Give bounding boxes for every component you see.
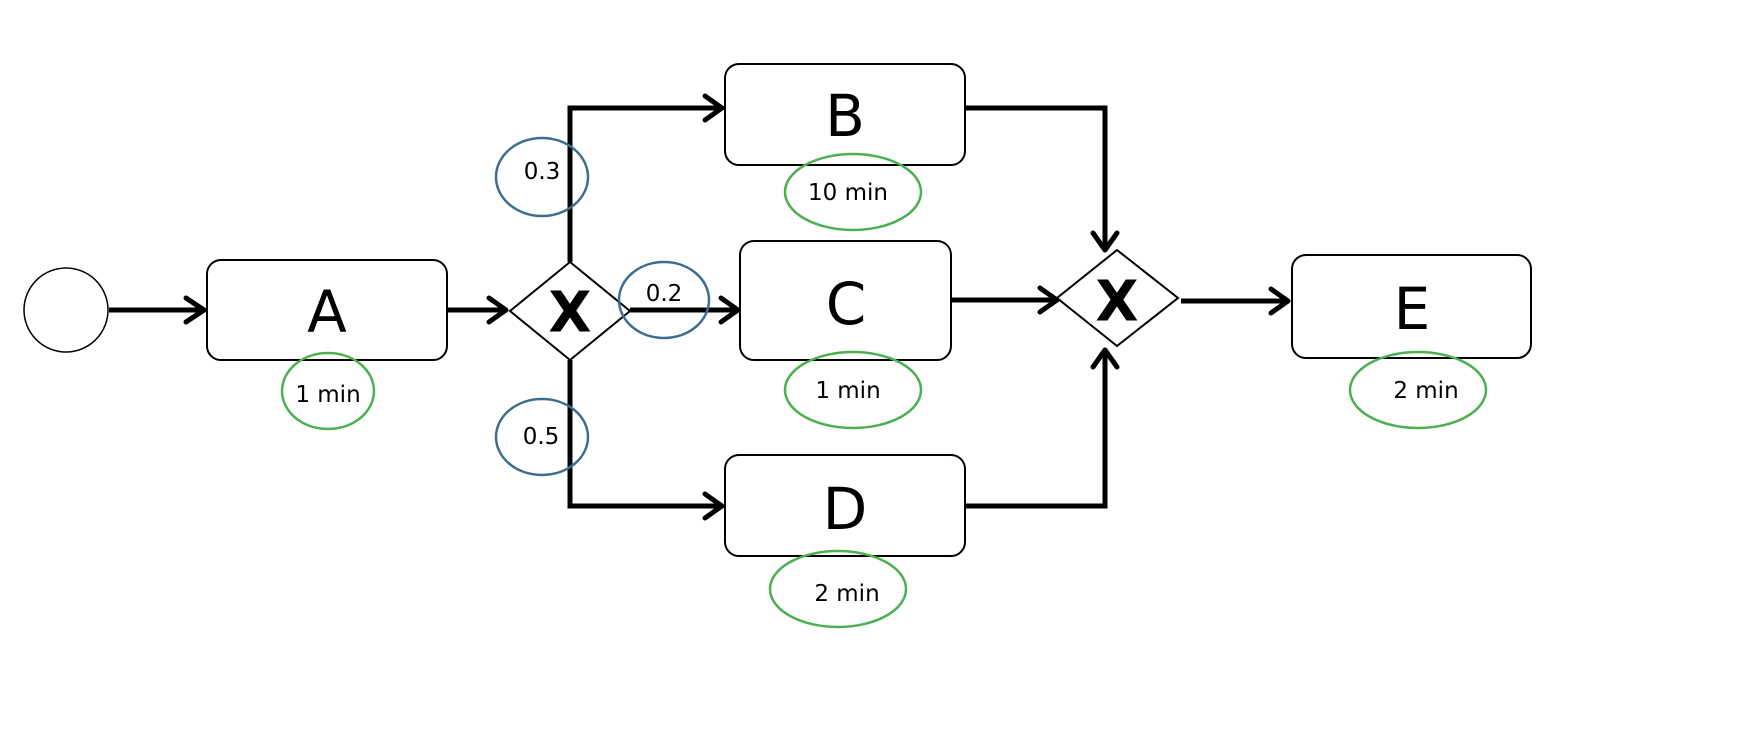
duration-a: 1 min (280, 351, 376, 431)
task-a-label: A (307, 278, 347, 346)
task-b-box (724, 63, 966, 166)
duration-d-ellipse (768, 549, 908, 629)
task-c: C (739, 240, 952, 361)
edge-split-to-d (567, 360, 722, 509)
probability-d-text: 0.5 (523, 424, 560, 450)
duration-a-text: 1 min (295, 382, 360, 408)
duration-annotations: 1 min 10 min 1 min 2 min 2 min (280, 152, 1488, 629)
gateway-join-mark: X (1095, 270, 1138, 335)
gateway-split-diamond (508, 260, 632, 362)
task-d: D (724, 454, 966, 557)
duration-c-text: 1 min (815, 378, 880, 404)
duration-e-text: 2 min (1393, 378, 1458, 404)
gateway-join: X (1055, 248, 1180, 348)
edge-b-to-join (966, 105, 1108, 250)
duration-d-text: 2 min (814, 581, 879, 607)
task-e-label: E (1394, 275, 1431, 343)
arrowhead-join-bottom (1090, 347, 1120, 370)
probability-b-text: 0.3 (524, 159, 561, 185)
arrowhead-e (1268, 286, 1291, 316)
probability-annotations: 0.3 0.2 0.5 (494, 136, 711, 477)
task-a-box (206, 259, 448, 361)
probability-c-text: 0.2 (646, 281, 683, 307)
arrowhead-b (702, 93, 725, 123)
probability-d: 0.5 (494, 397, 590, 477)
arrowhead-split (486, 295, 509, 325)
task-c-box (739, 240, 952, 361)
arrowhead-join-left (1037, 285, 1060, 315)
arrowheads (183, 93, 1291, 521)
probability-c: 0.2 (617, 260, 711, 340)
task-b-label: B (825, 82, 865, 150)
arrowhead-join-top (1090, 230, 1120, 253)
start-event (23, 267, 109, 353)
gateway-split: X (508, 260, 632, 362)
duration-d: 2 min (768, 549, 908, 629)
duration-c: 1 min (783, 350, 923, 430)
probability-b-ellipse (494, 136, 590, 218)
task-a: A (206, 259, 448, 361)
duration-e-ellipse (1348, 350, 1488, 430)
task-c-label: C (826, 270, 867, 338)
task-e-box (1291, 254, 1532, 359)
probability-c-ellipse (617, 260, 711, 340)
task-b: B (724, 63, 966, 166)
edge-split-to-b (567, 105, 722, 262)
arrowhead-a (183, 295, 207, 325)
task-d-label: D (823, 475, 868, 543)
duration-c-ellipse (783, 350, 923, 430)
arrowhead-d (702, 491, 725, 521)
duration-b-text: 10 min (808, 180, 888, 206)
edge-d-to-join (966, 350, 1108, 509)
edges (109, 105, 1288, 509)
probability-d-ellipse (494, 397, 590, 477)
arrowhead-c (718, 295, 741, 325)
gateway-split-mark: X (548, 281, 591, 346)
duration-a-ellipse (280, 351, 376, 431)
probability-b: 0.3 (494, 136, 590, 218)
gateway-join-diamond (1055, 248, 1180, 348)
duration-e: 2 min (1348, 350, 1488, 430)
task-d-box (724, 454, 966, 557)
task-e: E (1291, 254, 1532, 359)
duration-b: 10 min (783, 152, 923, 232)
duration-b-ellipse (783, 152, 923, 232)
